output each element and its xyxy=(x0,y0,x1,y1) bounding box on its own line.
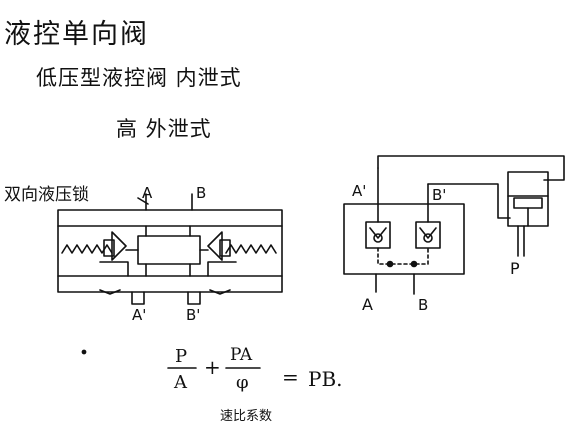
formula-rhs: PB. xyxy=(308,367,343,391)
label-right-A: A xyxy=(362,295,373,314)
label-left-A-prime: A' xyxy=(132,306,146,324)
formula-plus: + xyxy=(204,355,221,379)
label-right-B-prime: B' xyxy=(432,186,446,204)
label-right-P: P xyxy=(510,259,520,278)
formula-num-1: P xyxy=(175,346,187,367)
formula-caption: 速比系数 xyxy=(220,409,272,424)
label-left-B: B xyxy=(196,184,206,202)
valve-box xyxy=(343,203,465,275)
check-valve-b xyxy=(415,221,441,249)
stray-dot xyxy=(81,349,87,355)
note-line-low-pressure: 低压型液控阀 内泄式 xyxy=(36,66,242,90)
actuator-circuit xyxy=(343,155,565,295)
right-poppet xyxy=(207,231,223,261)
right-spring xyxy=(225,244,277,254)
formula-den-1: A xyxy=(173,372,188,393)
formula-equals: = xyxy=(282,365,299,389)
left-poppet xyxy=(111,231,127,261)
label-left-B-prime: B' xyxy=(186,306,200,324)
central-piston xyxy=(137,235,201,265)
pipe-b-to-cylinder xyxy=(427,183,511,219)
page-title: 液控单向阀 xyxy=(4,19,149,50)
pipe-a-to-cylinder xyxy=(377,155,565,181)
label-right-A-prime: A' xyxy=(352,182,366,200)
lock-body xyxy=(57,209,283,293)
label-right-B: B xyxy=(418,296,428,314)
dual-lock-diagram xyxy=(57,193,283,305)
check-valve-a xyxy=(365,221,391,249)
formula-num-2: PA xyxy=(230,345,253,365)
left-label-dual-lock: 双向液压锁 xyxy=(4,185,89,205)
formula-den-2: φ xyxy=(236,372,249,393)
note-line-high-pressure: 高 外泄式 xyxy=(116,117,212,141)
label-left-A: A xyxy=(142,184,153,202)
